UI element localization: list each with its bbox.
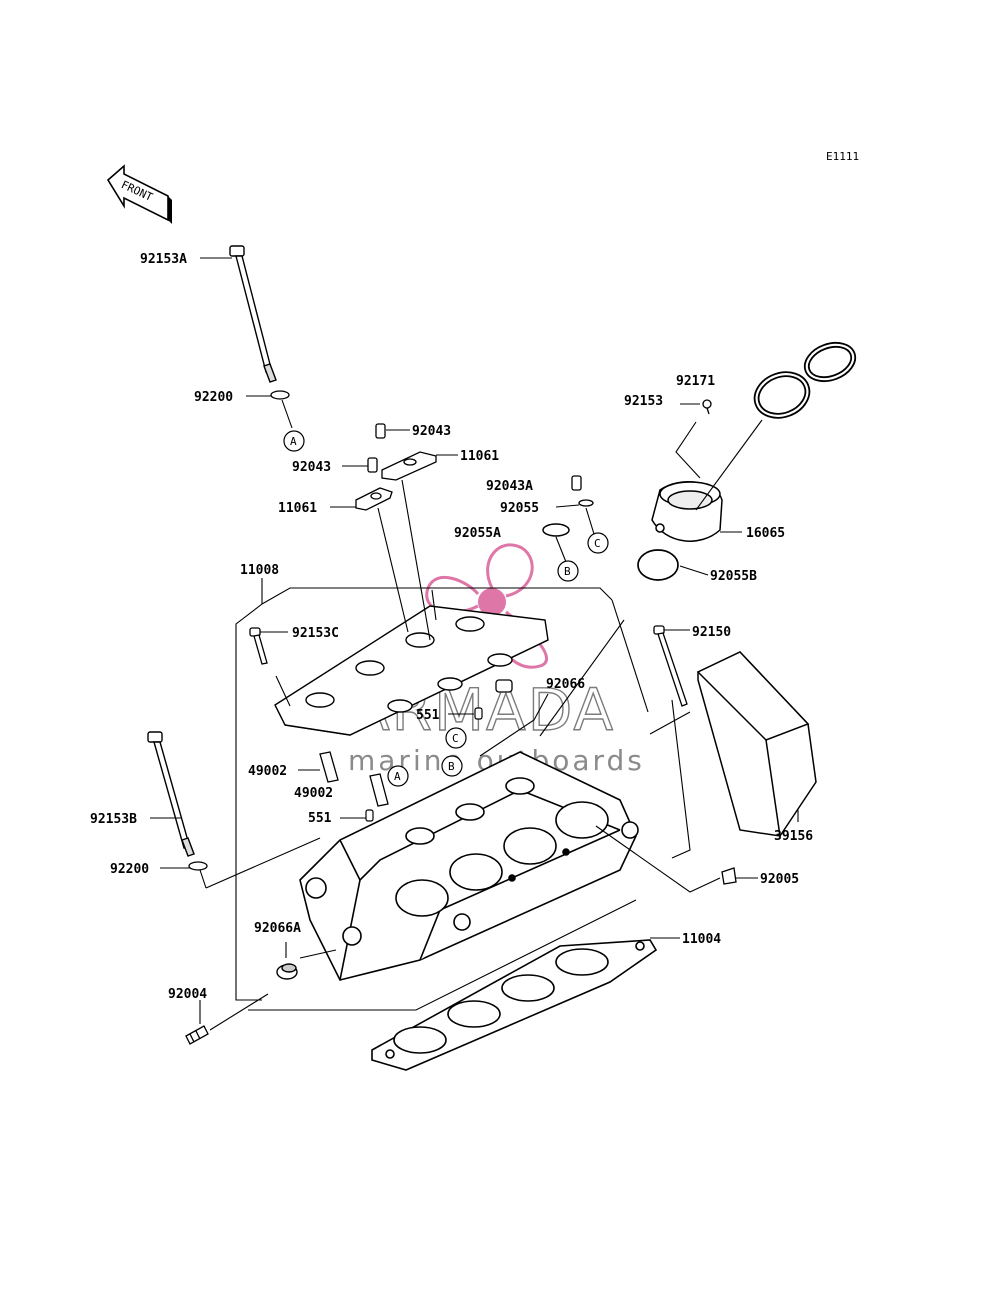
callout-92066: 92066 xyxy=(546,677,585,692)
ref-letter-b-bottom: B xyxy=(448,760,455,773)
callout-11008: 11008 xyxy=(240,563,279,578)
callout-92153a: 92153A xyxy=(140,252,187,267)
callout-92055b: 92055B xyxy=(710,569,757,584)
clamp-ring-small xyxy=(803,341,857,383)
ref-letter-a-bottom: A xyxy=(394,770,401,783)
callout-16065: 16065 xyxy=(746,526,785,541)
cylinder-head-body xyxy=(299,751,639,981)
ref-letter-c-top: C xyxy=(594,537,601,550)
callout-92153c: 92153C xyxy=(292,626,339,641)
leader-lines xyxy=(150,257,799,1031)
plug-92005 xyxy=(721,867,737,885)
callout-92043-right: 92043 xyxy=(412,424,451,439)
plug-92066a xyxy=(276,963,298,980)
o-ring-92055 xyxy=(578,499,594,507)
front-arrow-icon: FRONT xyxy=(106,164,172,224)
plug-92066 xyxy=(495,679,513,693)
callout-92171: 92171 xyxy=(676,374,715,389)
ref-circles xyxy=(283,430,609,787)
head-gasket-11004 xyxy=(371,939,658,1071)
dowel-pin-92043-b xyxy=(367,457,378,473)
stud-92004 xyxy=(185,1025,209,1045)
sheet-code: E1111 xyxy=(826,150,859,163)
callout-92004: 92004 xyxy=(168,987,207,1002)
valve-guide-49002-b xyxy=(369,773,389,807)
callout-39156: 39156 xyxy=(774,829,813,844)
holder-16065 xyxy=(651,480,723,542)
callout-49002-lower: 49002 xyxy=(294,786,333,801)
insulator-39156 xyxy=(696,651,817,837)
callout-11004: 11004 xyxy=(682,932,721,947)
callout-92200-bottom: 92200 xyxy=(110,862,149,877)
valve-guide-49002-a xyxy=(319,751,339,783)
callout-551-lower: 551 xyxy=(308,811,332,826)
dowel-pin-92043a xyxy=(571,475,582,491)
ref-letter-b-top: B xyxy=(564,565,571,578)
callout-92200-top: 92200 xyxy=(194,390,233,405)
ref-letter-a-top: A xyxy=(290,435,297,448)
callout-92043-left: 92043 xyxy=(292,460,331,475)
callout-92005: 92005 xyxy=(760,872,799,887)
dowel-pin-92043-a xyxy=(375,423,386,439)
bolt-92153b xyxy=(147,731,195,857)
bolt-92150 xyxy=(653,625,688,707)
screw-92153 xyxy=(702,399,712,415)
callout-551-upper: 551 xyxy=(416,708,440,723)
callout-49002-left: 49002 xyxy=(248,764,287,779)
callout-92043a: 92043A xyxy=(486,479,533,494)
callout-92066a: 92066A xyxy=(254,921,301,936)
pin-551-upper xyxy=(474,707,483,720)
clamp-ring-large xyxy=(753,371,811,419)
callout-92150: 92150 xyxy=(692,625,731,640)
bolt-92153a xyxy=(229,245,277,383)
callout-92055a: 92055A xyxy=(454,526,501,541)
cam-cap-11061-b xyxy=(355,487,393,511)
pin-551-lower xyxy=(365,809,374,822)
o-ring-92055a xyxy=(542,523,570,537)
callout-11061-right: 11061 xyxy=(460,449,499,464)
washer-92200-bottom xyxy=(188,861,208,871)
callout-92055: 92055 xyxy=(500,501,539,516)
ref-letter-c-bottom: C xyxy=(452,732,459,745)
washer-92200-top xyxy=(270,390,290,400)
bolt-92153c xyxy=(249,627,268,665)
callout-92153b: 92153B xyxy=(90,812,137,827)
cam-cap-cover-11008 xyxy=(274,605,549,736)
callout-92153: 92153 xyxy=(624,394,663,409)
o-ring-92055b xyxy=(637,549,679,581)
cam-cap-11061-a xyxy=(381,451,437,481)
callout-11061-left: 11061 xyxy=(278,501,317,516)
